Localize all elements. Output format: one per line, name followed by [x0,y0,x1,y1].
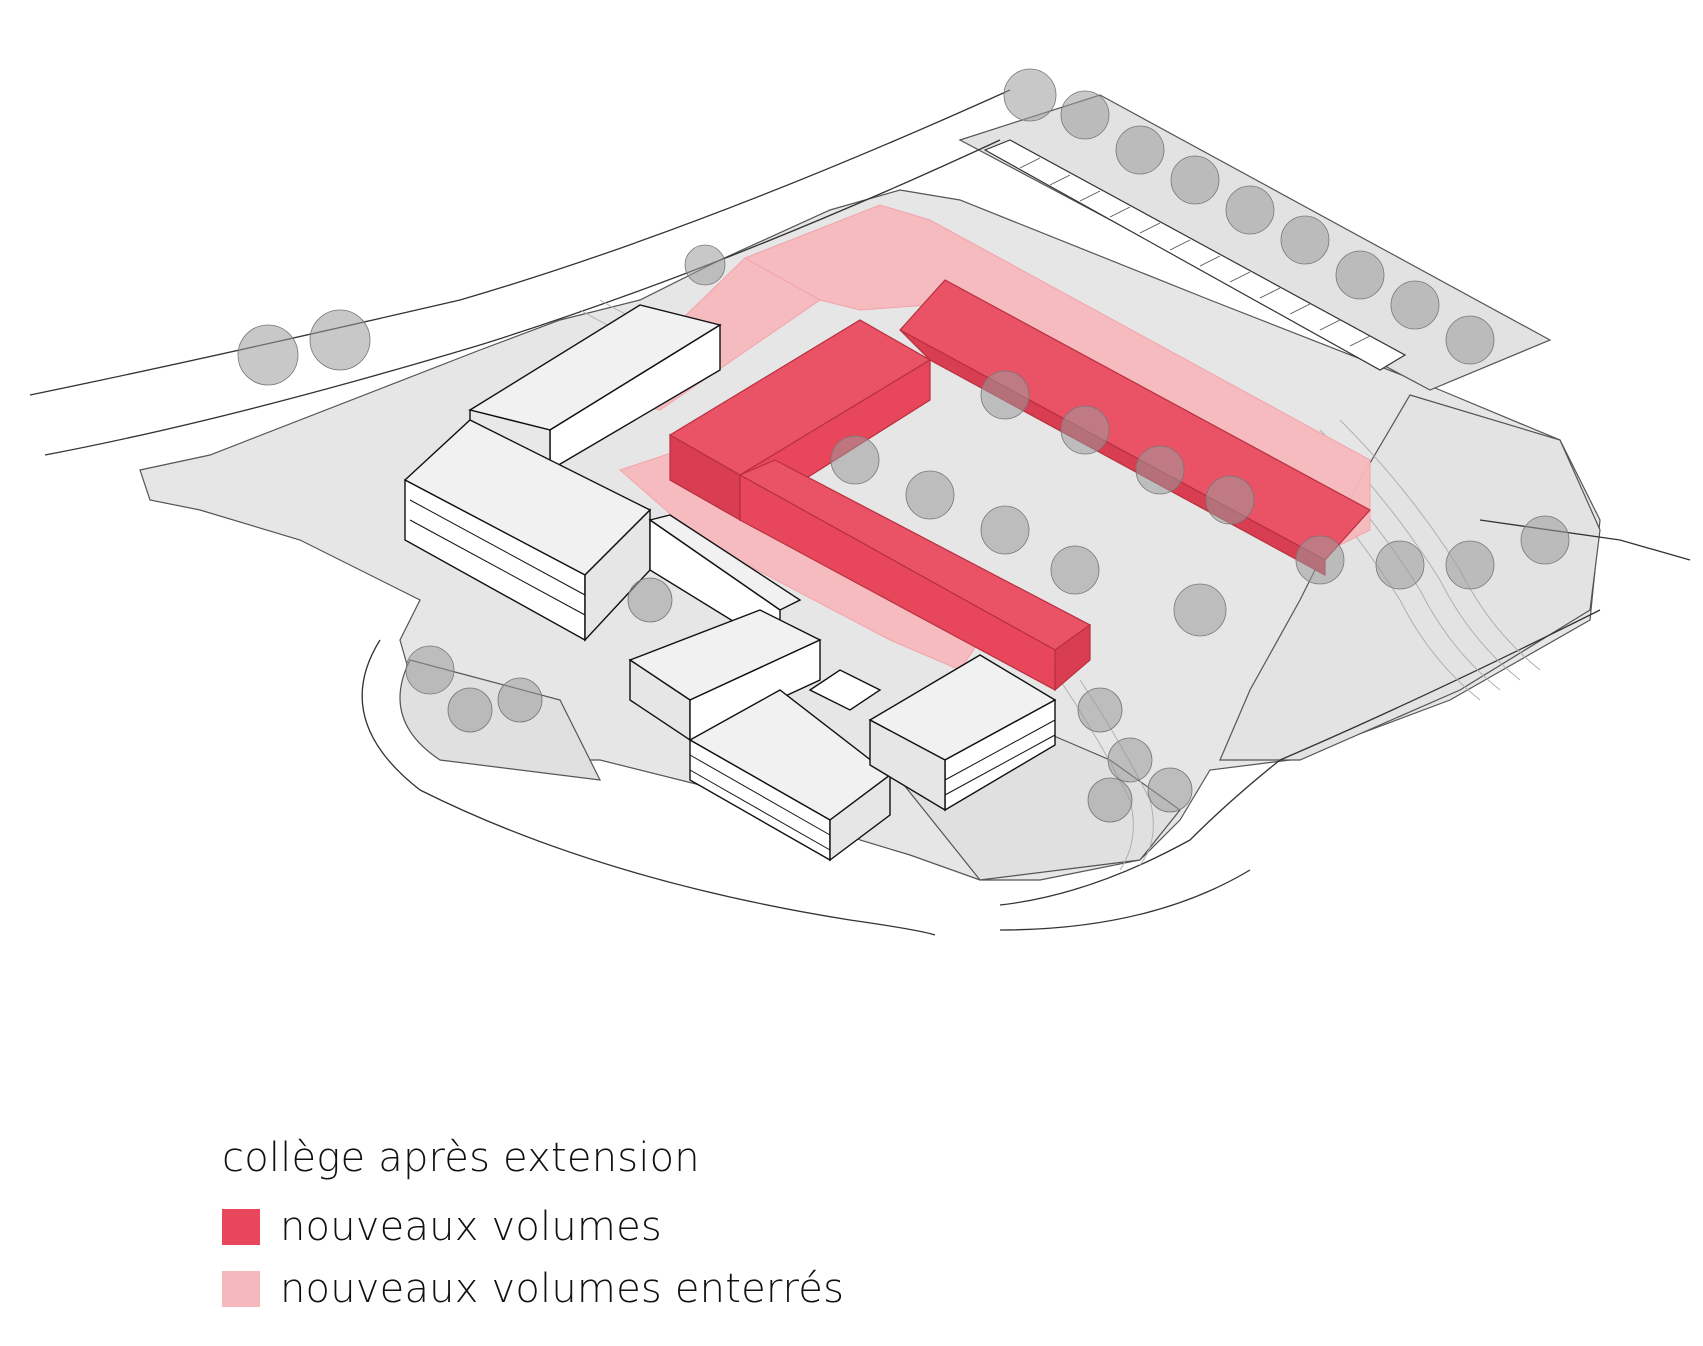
legend-item-new-volumes: nouveaux volumes [222,1196,844,1258]
legend-swatch-underground-volumes [222,1271,260,1307]
legend-label-underground-volumes: nouveaux volumes enterrés [280,1266,845,1312]
site-axonometric-drawing [29,68,1691,936]
building-south-classrooms [688,654,1057,862]
legend-swatch-new-volumes [222,1209,260,1245]
building-south-west [628,609,822,742]
skylight [808,669,882,711]
legend-title: collège après extension [222,1135,700,1181]
parking-lot [983,139,1407,371]
legend-item-underground-volumes: nouveaux volumes enterrés [222,1258,844,1320]
roads [29,89,1691,936]
legend: collège après extension nouveaux volumes… [222,1130,844,1320]
trees [237,68,1570,823]
legend-label-new-volumes: nouveaux volumes [280,1204,662,1250]
existing-buildings [403,304,1057,862]
building-west-classrooms [403,419,652,642]
